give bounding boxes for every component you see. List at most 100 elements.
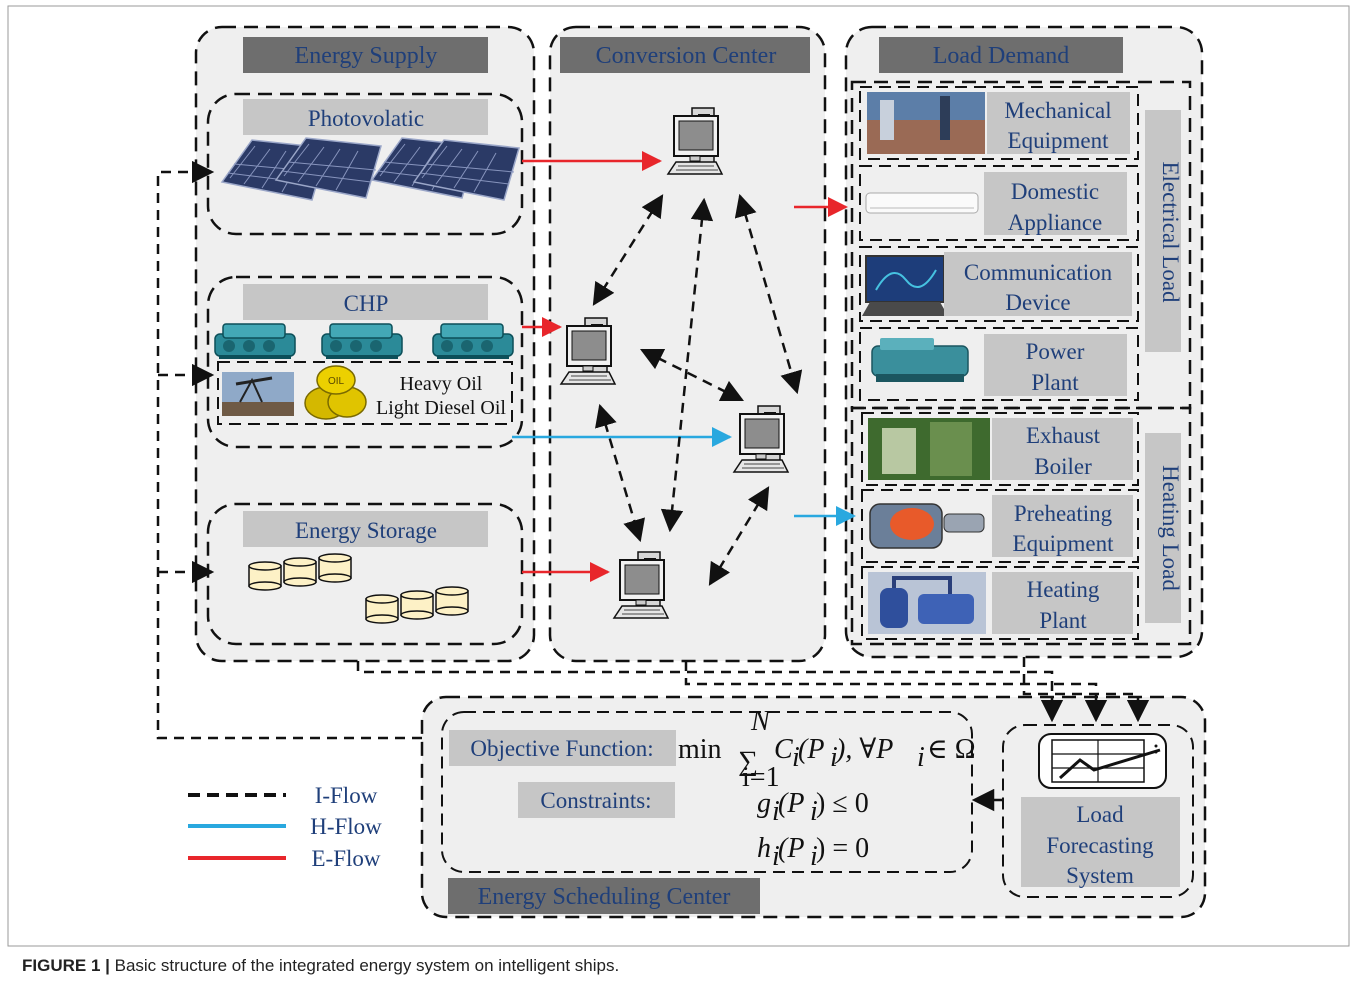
svg-text:Equipment: Equipment bbox=[1013, 531, 1115, 556]
energy-supply-panel: Energy Supply Photovolatic CHP bbox=[194, 25, 536, 663]
caption-label: FIGURE 1 | bbox=[22, 956, 110, 975]
generator-icon bbox=[871, 338, 969, 382]
svg-text:i: i bbox=[830, 742, 838, 773]
energy-storage-label: Energy Storage bbox=[295, 518, 437, 543]
svg-text:C: C bbox=[774, 734, 793, 765]
engine-icon bbox=[432, 323, 514, 360]
engine-icon bbox=[321, 323, 403, 360]
svg-text:Appliance: Appliance bbox=[1008, 210, 1103, 235]
legend-e-flow-label: E-Flow bbox=[312, 846, 381, 871]
computer-node-icon bbox=[613, 551, 669, 619]
svg-text:Plant: Plant bbox=[1031, 370, 1079, 395]
battery-icon bbox=[435, 586, 469, 616]
i-flow-arrows bbox=[156, 160, 1150, 812]
air-conditioner-icon bbox=[865, 192, 979, 214]
figure-caption: FIGURE 1 | Basic structure of the integr… bbox=[22, 956, 619, 976]
conversion-center-title: Conversion Center bbox=[596, 43, 777, 69]
svg-text:Heating: Heating bbox=[1027, 577, 1100, 602]
battery-icon bbox=[365, 594, 399, 624]
svg-text:i: i bbox=[772, 796, 780, 827]
constraints-label: Constraints: bbox=[540, 788, 651, 813]
forecasting-line1: Load bbox=[1076, 802, 1124, 827]
photovoltaic-label: Photovolatic bbox=[308, 106, 424, 131]
engine-icon bbox=[214, 323, 296, 360]
heating-plant-icon bbox=[868, 572, 986, 634]
svg-text:) = 0: ) = 0 bbox=[816, 833, 869, 864]
load-item-domestic-appliance: Domestic Appliance bbox=[859, 165, 1139, 241]
svg-text:Exhaust: Exhaust bbox=[1026, 423, 1101, 448]
objective-function-label: Objective Function: bbox=[470, 736, 653, 761]
svg-text:Power: Power bbox=[1026, 339, 1085, 364]
svg-text:i: i bbox=[772, 841, 780, 872]
svg-text:(P: (P bbox=[778, 833, 804, 864]
oil-barrel-icon: OIL bbox=[304, 365, 367, 420]
energy-scheduling-title: Energy Scheduling Center bbox=[478, 884, 731, 910]
chp-group: CHP OIL Heavy Oil Light Diesel Oil bbox=[206, 275, 524, 449]
svg-text:Preheating: Preheating bbox=[1014, 501, 1113, 526]
tablet-forecast-icon bbox=[1038, 733, 1167, 789]
load-item-exhaust-boiler: Exhaust Boiler bbox=[861, 412, 1139, 486]
svg-text:g: g bbox=[757, 788, 771, 819]
caption-text: Basic structure of the integrated energy… bbox=[109, 956, 620, 975]
svg-text:Device: Device bbox=[1005, 290, 1070, 315]
photovoltaic-group: Photovolatic bbox=[206, 92, 524, 236]
svg-text:OIL: OIL bbox=[328, 376, 345, 387]
heavy-oil-label: Heavy Oil bbox=[400, 373, 483, 395]
svg-text:Boiler: Boiler bbox=[1034, 454, 1092, 479]
svg-text:Equipment: Equipment bbox=[1008, 128, 1110, 153]
svg-text:), ∀P: ), ∀P bbox=[834, 734, 893, 765]
svg-text:Communication: Communication bbox=[964, 260, 1113, 285]
computer-node-icon bbox=[560, 317, 616, 385]
svg-text:∈ Ω: ∈ Ω bbox=[927, 734, 976, 765]
svg-text:Plant: Plant bbox=[1039, 608, 1087, 633]
battery-icon bbox=[318, 553, 352, 583]
svg-text:Mechanical: Mechanical bbox=[1004, 98, 1111, 123]
monitor-device-icon bbox=[862, 255, 948, 316]
constraint-h-formula: h i (P i ) = 0 bbox=[757, 833, 869, 872]
computer-node-icon bbox=[667, 107, 723, 175]
load-forecasting-group: Load Forecasting System bbox=[1002, 724, 1194, 898]
svg-text:i: i bbox=[917, 742, 925, 773]
load-item-communication-device: Communication Device bbox=[859, 246, 1139, 322]
heating-load-label: Heating Load bbox=[1158, 465, 1183, 591]
legend-i-flow-label: I-Flow bbox=[315, 783, 378, 808]
light-diesel-oil-label: Light Diesel Oil bbox=[376, 397, 506, 419]
svg-text:i: i bbox=[792, 742, 800, 773]
chp-label: CHP bbox=[344, 291, 389, 316]
forecasting-line3: System bbox=[1066, 863, 1134, 888]
preheater-icon bbox=[869, 503, 985, 549]
svg-text:N: N bbox=[750, 706, 771, 737]
battery-icon bbox=[248, 561, 282, 591]
legend-h-flow-label: H-Flow bbox=[310, 814, 382, 839]
svg-text:i=1: i=1 bbox=[742, 762, 780, 793]
objective-formula: min ∑ N i=1 C i (P i ), ∀P i ∈ Ω bbox=[678, 706, 976, 793]
oil-pump-icon bbox=[222, 372, 294, 416]
energy-supply-title: Energy Supply bbox=[295, 43, 438, 69]
battery-icon bbox=[400, 590, 434, 620]
svg-text:(P: (P bbox=[778, 788, 804, 819]
load-item-heating-plant: Heating Plant bbox=[861, 566, 1139, 640]
load-item-power-plant: Power Plant bbox=[859, 327, 1139, 401]
svg-text:i: i bbox=[810, 796, 818, 827]
energy-storage-group: Energy Storage bbox=[206, 502, 524, 646]
electrical-load-label: Electrical Load bbox=[1158, 161, 1183, 303]
svg-text:i: i bbox=[810, 841, 818, 872]
load-item-preheating-equipment: Preheating Equipment bbox=[861, 489, 1139, 563]
load-demand-panel: Load Demand Electrical Load Heating Load… bbox=[844, 25, 1204, 659]
boiler-icon bbox=[868, 418, 990, 480]
load-demand-title: Load Demand bbox=[933, 43, 1070, 69]
energy-scheduling-panel: Objective Function: Constraints: min ∑ N… bbox=[420, 695, 1207, 919]
constraint-g-formula: g i (P i ) ≤ 0 bbox=[757, 788, 869, 827]
legend: I-Flow H-Flow E-Flow bbox=[188, 783, 382, 871]
e-flow-arrows bbox=[522, 151, 848, 582]
battery-icon bbox=[283, 557, 317, 587]
svg-text:) ≤ 0: ) ≤ 0 bbox=[816, 788, 869, 819]
forecasting-line2: Forecasting bbox=[1046, 833, 1154, 858]
svg-text:Domestic: Domestic bbox=[1011, 179, 1099, 204]
figure-frame bbox=[7, 5, 1350, 947]
computer-node-icon bbox=[733, 405, 789, 473]
svg-text:∑: ∑ bbox=[738, 746, 758, 777]
load-item-mechanical-equipment: Mechanical Equipment bbox=[859, 86, 1139, 160]
svg-text:min: min bbox=[678, 734, 722, 765]
